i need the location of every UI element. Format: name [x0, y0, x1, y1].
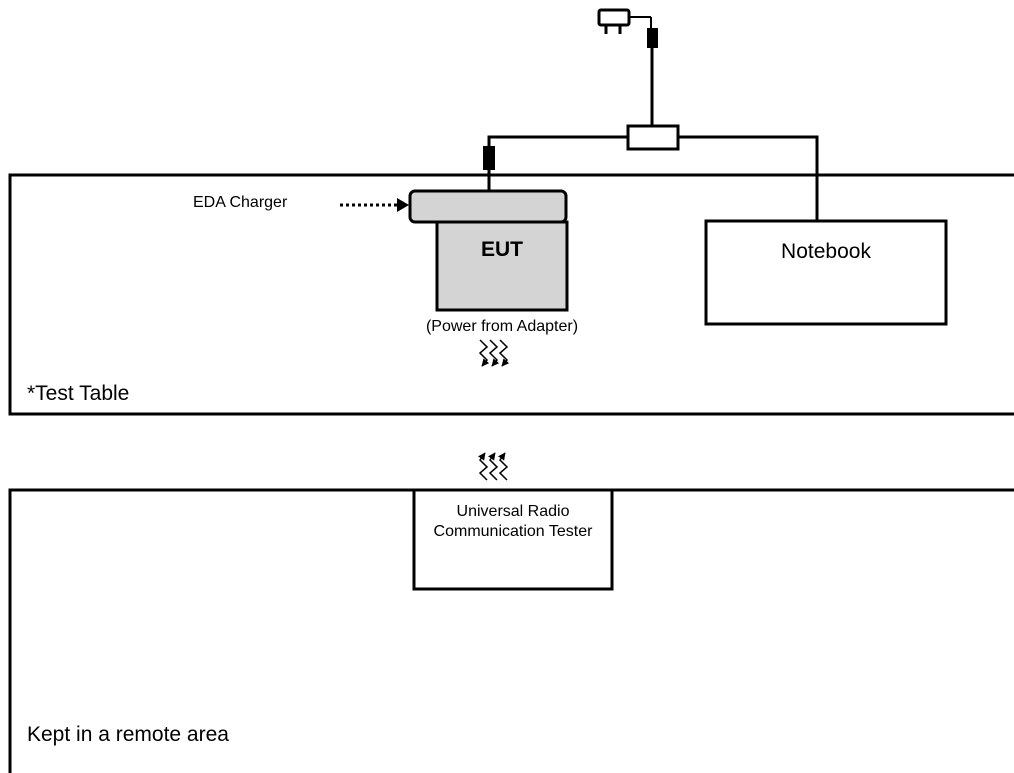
dotted-arrow-icon — [340, 198, 409, 212]
radio-tester-label: Universal Radio Communication Tester — [433, 503, 593, 540]
notebook-label: Notebook — [781, 240, 871, 263]
eda-charger-label: EDA Charger — [193, 194, 288, 211]
cable-splitter — [626, 124, 680, 151]
remote-area-box — [8, 488, 1014, 773]
power-cable — [483, 28, 819, 221]
remote-area-label: Kept in a remote area — [27, 723, 229, 746]
eda-charger — [408, 189, 568, 224]
wireless-signal-icon — [478, 339, 510, 367]
power-plug-icon — [597, 8, 652, 34]
test-table — [8, 173, 1014, 416]
ferrite-core-charger — [483, 146, 495, 170]
radio-tester-box — [412, 488, 614, 591]
notebook-box — [704, 219, 948, 326]
eut-box — [435, 220, 569, 312]
ferrite-core-top — [647, 28, 658, 48]
test-table-label: *Test Table — [27, 382, 130, 405]
wireless-signal-icon — [478, 452, 509, 481]
power-source-label: (Power from Adapter) — [425, 318, 579, 335]
eut-label: EUT — [481, 238, 523, 261]
